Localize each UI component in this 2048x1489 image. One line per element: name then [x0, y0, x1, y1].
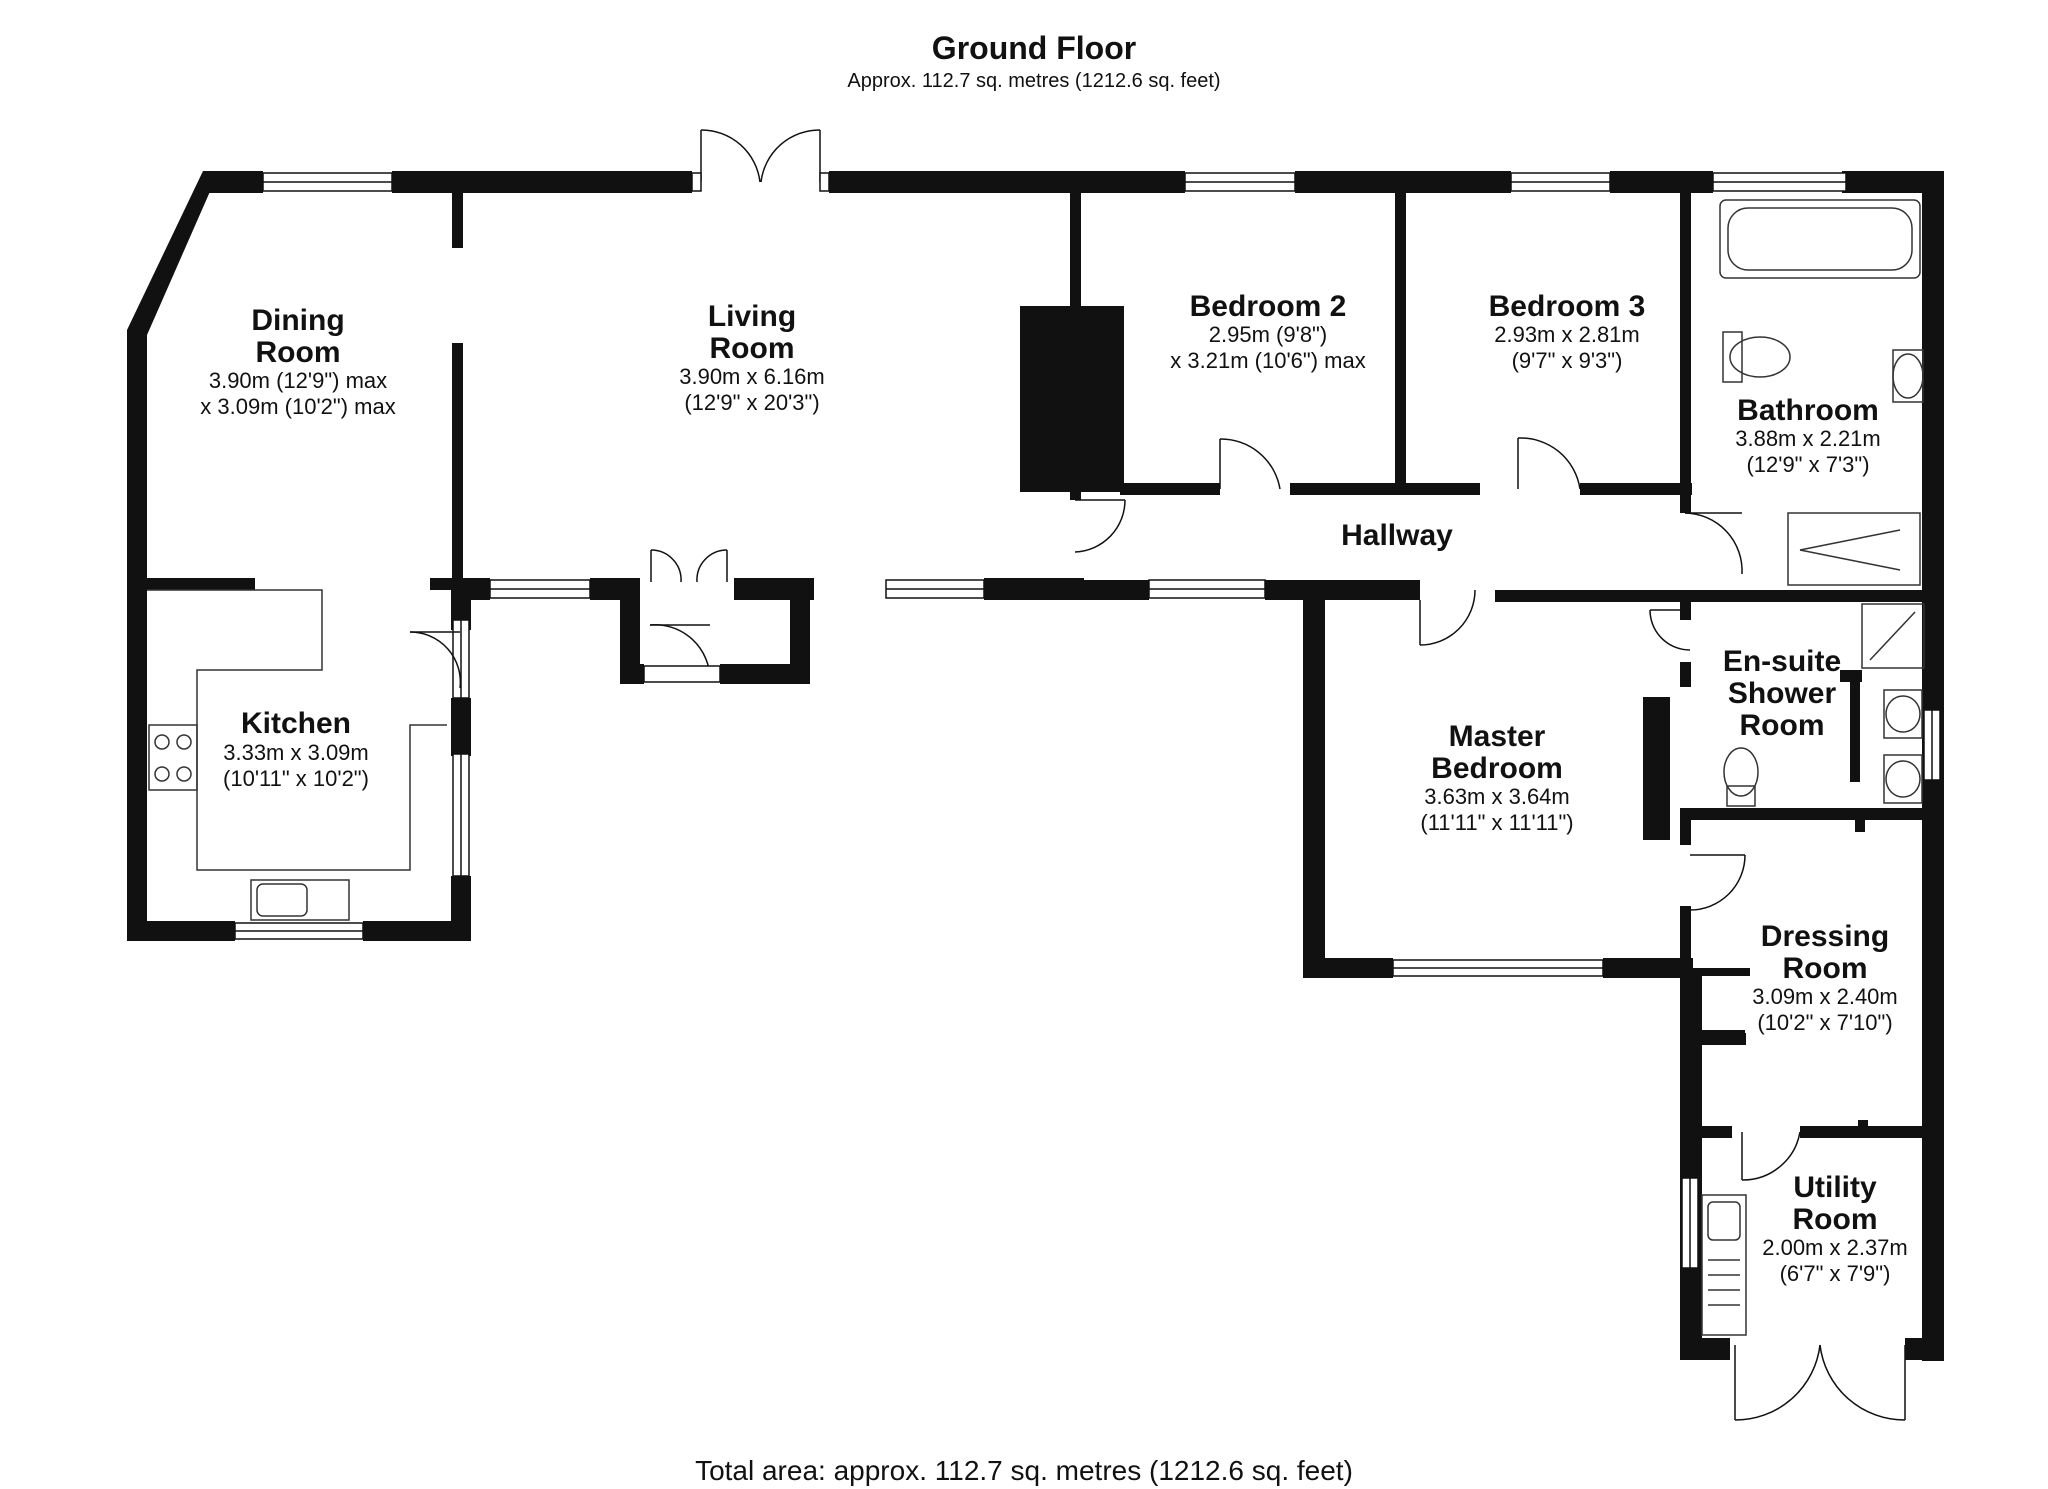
master-bedroom-name-2: Bedroom	[1431, 752, 1563, 785]
bathroom-name: Bathroom	[1737, 394, 1879, 427]
utility-room-name-1: Utility	[1793, 1171, 1877, 1204]
dressing-room-dim-2: (10'2" x 7'10")	[1757, 1010, 1892, 1035]
ensuite-name-3: Room	[1740, 709, 1825, 742]
bedroom3-name: Bedroom 3	[1489, 290, 1646, 323]
master-bedroom-dim-1: 3.63m x 3.64m	[1424, 784, 1570, 809]
bathroom-dim-2: (12'9" x 7'3")	[1746, 452, 1869, 477]
bedroom3-dim-1: 2.93m x 2.81m	[1494, 322, 1640, 347]
bedroom2-dim-2: x 3.21m (10'6") max	[1170, 348, 1365, 373]
living-room-dim-1: 3.90m x 6.16m	[679, 364, 825, 389]
bath-icon	[1719, 199, 1921, 279]
living-room-name-2: Room	[710, 332, 795, 365]
utility-room-dim-1: 2.00m x 2.37m	[1762, 1235, 1908, 1260]
dining-room-name-1: Dining	[251, 304, 344, 337]
floor-title: Ground Floor	[931, 30, 1137, 66]
kitchen-name: Kitchen	[241, 707, 351, 740]
master-bedroom-name-1: Master	[1449, 720, 1546, 753]
utility-room-name-2: Room	[1793, 1203, 1878, 1236]
kitchen-dim-2: (10'11" x 10'2")	[223, 766, 369, 791]
hob-icon	[148, 724, 198, 791]
bedroom2-dim-1: 2.95m (9'8")	[1209, 322, 1327, 347]
fixtures	[147, 199, 1925, 1336]
utility-room-dim-2: (6'7" x 7'9")	[1780, 1261, 1891, 1286]
toilet-icon	[1722, 331, 1743, 383]
hallway-name: Hallway	[1341, 519, 1453, 552]
doors	[409, 129, 1906, 1421]
ensuite-toilet-icon	[1726, 785, 1756, 807]
bathroom-dim-1: 3.88m x 2.21m	[1735, 426, 1881, 451]
utility-sink-icon	[1701, 1194, 1747, 1336]
master-bedroom-dim-2: (11'11" x 11'11")	[1420, 810, 1573, 835]
ensuite-shower-icon	[1861, 603, 1925, 669]
living-room-name-1: Living	[708, 300, 796, 333]
total-area-text: Total area: approx. 112.7 sq. metres (12…	[695, 1455, 1353, 1486]
ensuite-basin-icon	[1883, 689, 1923, 739]
walls	[127, 171, 1944, 1361]
dining-room-dim-1: 3.90m (12'9") max	[209, 368, 387, 393]
bedroom2-name: Bedroom 2	[1190, 290, 1347, 323]
dining-room-name-2: Room	[256, 336, 341, 369]
floor-area-text: Approx. 112.7 sq. metres (1212.6 sq. fee…	[847, 70, 1221, 92]
dressing-room-name-1: Dressing	[1761, 920, 1889, 953]
ensuite-name-1: En-suite	[1723, 645, 1841, 678]
living-room-dim-2: (12'9" x 20'3")	[684, 390, 819, 415]
dressing-room-dim-1: 3.09m x 2.40m	[1752, 984, 1898, 1009]
room-labels: Dining Room 3.90m (12'9") max x 3.09m (1…	[200, 290, 1907, 1286]
kitchen-sink-icon	[250, 879, 350, 921]
kitchen-dim-1: 3.33m x 3.09m	[223, 740, 369, 765]
windows	[234, 172, 1941, 1269]
dressing-room-name-2: Room	[1783, 952, 1868, 985]
bedroom3-dim-2: (9'7" x 9'3")	[1512, 348, 1623, 373]
shower-tray-icon	[1787, 512, 1921, 586]
dining-room-dim-2: x 3.09m (10'2") max	[200, 394, 395, 419]
basin-icon	[1892, 349, 1924, 403]
ensuite-name-2: Shower	[1728, 677, 1837, 710]
